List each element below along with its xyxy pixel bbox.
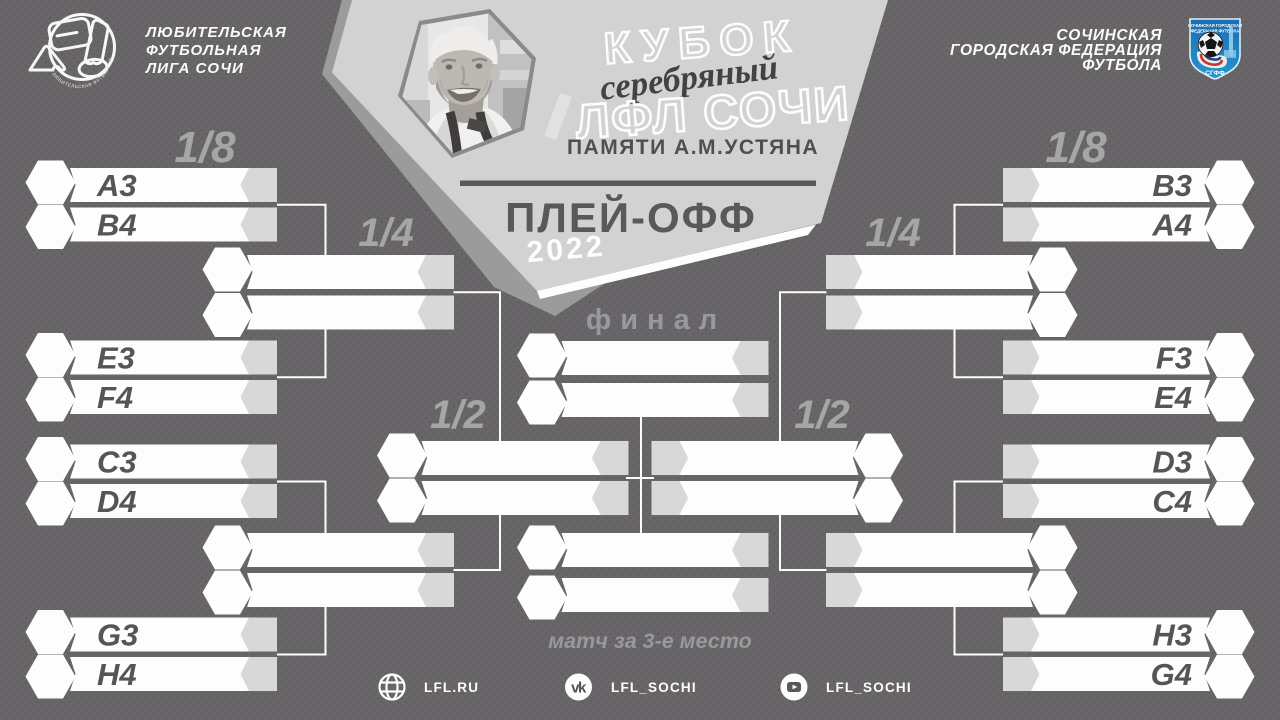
svg-text:1/8: 1/8 [1045,123,1107,172]
svg-text:H3: H3 [1152,618,1192,653]
svg-text:ГОРОДСКАЯ ФЕДЕРАЦИЯ: ГОРОДСКАЯ ФЕДЕРАЦИЯ [950,42,1162,59]
svg-text:D3: D3 [1152,445,1192,480]
svg-text:1/8: 1/8 [174,123,236,172]
svg-text:A3: A3 [96,168,137,203]
svg-text:ФУТБОЛЬНАЯ: ФУТБОЛЬНАЯ [146,42,262,59]
svg-text:vk: vk [571,680,587,697]
svg-text:E4: E4 [1154,380,1192,415]
svg-text:1/2: 1/2 [794,393,850,437]
svg-text:финал: финал [586,304,726,336]
svg-text:ПАМЯТИ А.М.УСТЯНА: ПАМЯТИ А.М.УСТЯНА [567,136,819,159]
svg-text:A4: A4 [1151,208,1192,243]
svg-text:C3: C3 [97,445,137,480]
svg-text:СГФФ: СГФФ [1205,70,1225,77]
svg-text:LFL.RU: LFL.RU [424,680,479,695]
svg-text:СОЧИНСКАЯ ГОРОДСКАЯ: СОЧИНСКАЯ ГОРОДСКАЯ [1188,23,1242,28]
svg-text:D4: D4 [97,484,137,519]
svg-text:C4: C4 [1152,484,1192,519]
svg-text:ФЕДЕРАЦИЯ ФУТБОЛА: ФЕДЕРАЦИЯ ФУТБОЛА [1191,29,1240,34]
svg-text:ЛЮБИТЕЛЬСКАЯ: ЛЮБИТЕЛЬСКАЯ [145,24,287,41]
svg-text:2022: 2022 [525,230,606,270]
svg-text:1/4: 1/4 [358,211,414,255]
svg-text:B4: B4 [97,208,137,243]
svg-text:B3: B3 [1152,168,1192,203]
svg-text:ПЛЕЙ-ОФФ: ПЛЕЙ-ОФФ [505,193,757,241]
svg-text:F4: F4 [97,380,133,415]
svg-text:H4: H4 [97,657,137,692]
svg-text:F3: F3 [1156,341,1192,376]
svg-text:ФУТБОЛА: ФУТБОЛА [1082,57,1162,74]
svg-text:G3: G3 [97,618,138,653]
svg-text:матч за 3-е место: матч за 3-е место [548,629,751,653]
svg-text:LFL_SOCHI: LFL_SOCHI [611,680,697,695]
svg-text:G4: G4 [1151,657,1192,692]
svg-text:E3: E3 [97,341,135,376]
svg-text:СОЧИНСКАЯ: СОЧИНСКАЯ [1056,27,1162,44]
svg-text:1/2: 1/2 [430,393,486,437]
svg-text:LFL_SOCHI: LFL_SOCHI [826,680,912,695]
svg-text:1/4: 1/4 [865,211,921,255]
svg-text:ЛИГА СОЧИ: ЛИГА СОЧИ [145,60,244,77]
